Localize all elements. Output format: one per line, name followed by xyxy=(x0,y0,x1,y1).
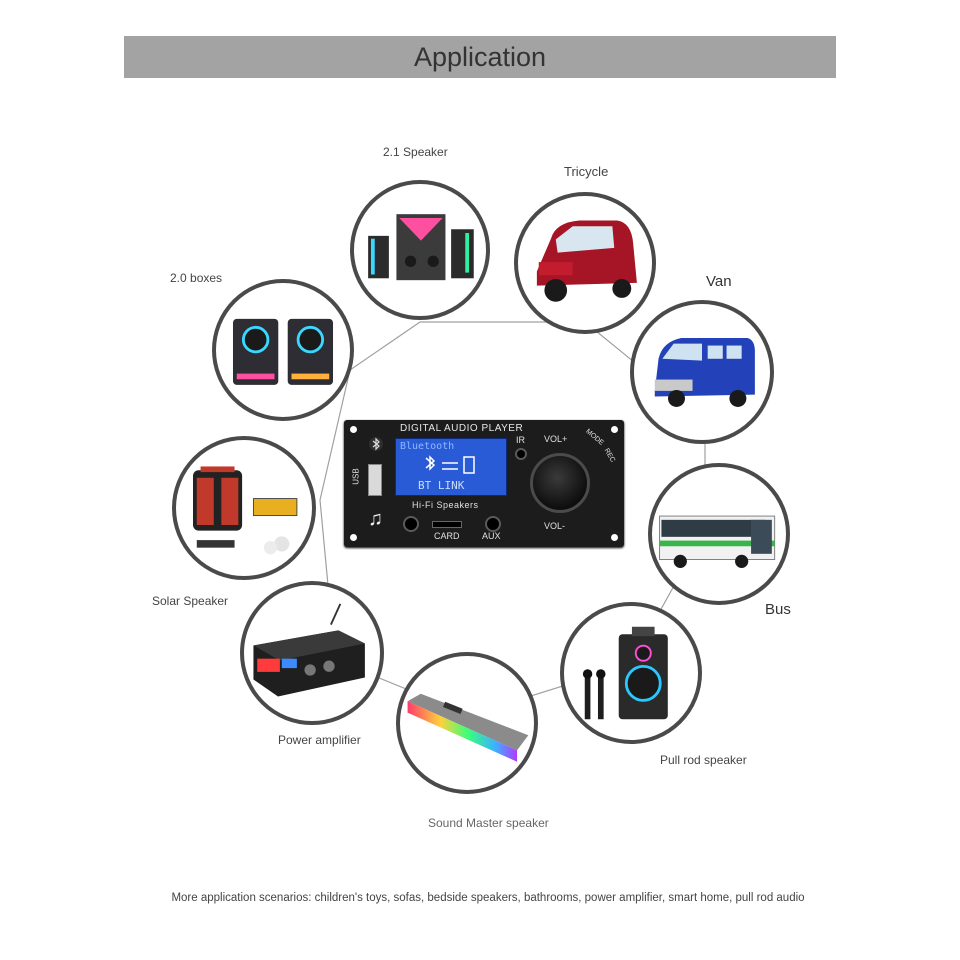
mode-label: MODE xyxy=(584,428,605,447)
circle-2-0-boxes xyxy=(212,279,354,421)
circle-bus xyxy=(648,463,790,605)
volume-knob[interactable] xyxy=(530,453,590,513)
mic-jack[interactable] xyxy=(403,516,419,532)
speaker-2-1-icon xyxy=(368,214,474,281)
circle-sound-master-speaker xyxy=(396,652,538,794)
circle-power-amplifier xyxy=(240,581,384,725)
player-title: DIGITAL AUDIO PLAYER xyxy=(400,423,524,434)
label-2-0-boxes: 2.0 boxes xyxy=(170,271,223,285)
label-sound-master-speaker: Sound Master speaker xyxy=(428,816,549,830)
circle-tricycle xyxy=(514,192,656,334)
usb-label: USB xyxy=(351,468,361,485)
aux-label: AUX xyxy=(482,531,501,541)
mount-hole xyxy=(611,534,618,541)
label-power-amplifier: Power amplifier xyxy=(278,733,361,747)
player-subtitle: Hi-Fi Speakers xyxy=(412,500,479,510)
label-solar-speaker: Solar Speaker xyxy=(152,594,229,608)
solar-speaker-icon xyxy=(193,466,298,555)
soundbar-icon xyxy=(407,693,529,762)
mount-hole xyxy=(350,426,357,433)
label-pull-rod-speaker: Pull rod speaker xyxy=(660,753,747,767)
circle-pull-rod-speaker xyxy=(560,602,702,744)
ir-label: IR xyxy=(516,435,525,445)
lcd-line-1: Bluetooth xyxy=(400,441,455,452)
card-slot[interactable] xyxy=(432,521,462,528)
card-label: CARD xyxy=(434,531,460,541)
bus-icon xyxy=(659,515,776,568)
page-title: Application xyxy=(413,42,547,72)
ir-receiver xyxy=(515,448,527,460)
label-van: Van xyxy=(706,273,732,290)
label-bus: Bus xyxy=(765,601,791,618)
mount-hole xyxy=(350,534,357,541)
power-amplifier-icon xyxy=(253,603,365,697)
tricycle-icon xyxy=(536,220,637,302)
vol-up-label: VOL+ xyxy=(544,434,568,444)
bluetooth-icon xyxy=(369,437,383,451)
rec-label: REC xyxy=(602,447,617,464)
speakers-2-0-icon xyxy=(232,318,334,385)
header-banner: Application xyxy=(124,36,836,78)
aux-jack[interactable] xyxy=(485,516,501,532)
lcd-screen: Bluetooth BT LINK xyxy=(395,438,507,496)
label-2-1-speaker: 2.1 Speaker xyxy=(383,145,448,159)
usb-port xyxy=(368,464,382,496)
vol-down-label: VOL- xyxy=(544,521,566,531)
circle-solar-speaker xyxy=(172,436,316,580)
circle-2-1-speaker xyxy=(350,180,490,320)
mount-hole xyxy=(611,426,618,433)
audio-player-module: DIGITAL AUDIO PLAYER USB Bluetooth BT LI… xyxy=(344,420,624,547)
music-note-icon: ♫ xyxy=(368,508,383,530)
footer-text: More application scenarios: children's t… xyxy=(171,892,805,904)
pull-rod-speaker-icon xyxy=(582,626,668,720)
label-tricycle: Tricycle xyxy=(564,164,609,179)
lcd-transfer-icon xyxy=(425,455,475,474)
lcd-line-3: BT LINK xyxy=(418,479,465,492)
van-icon xyxy=(654,338,755,407)
circle-van xyxy=(630,300,774,444)
